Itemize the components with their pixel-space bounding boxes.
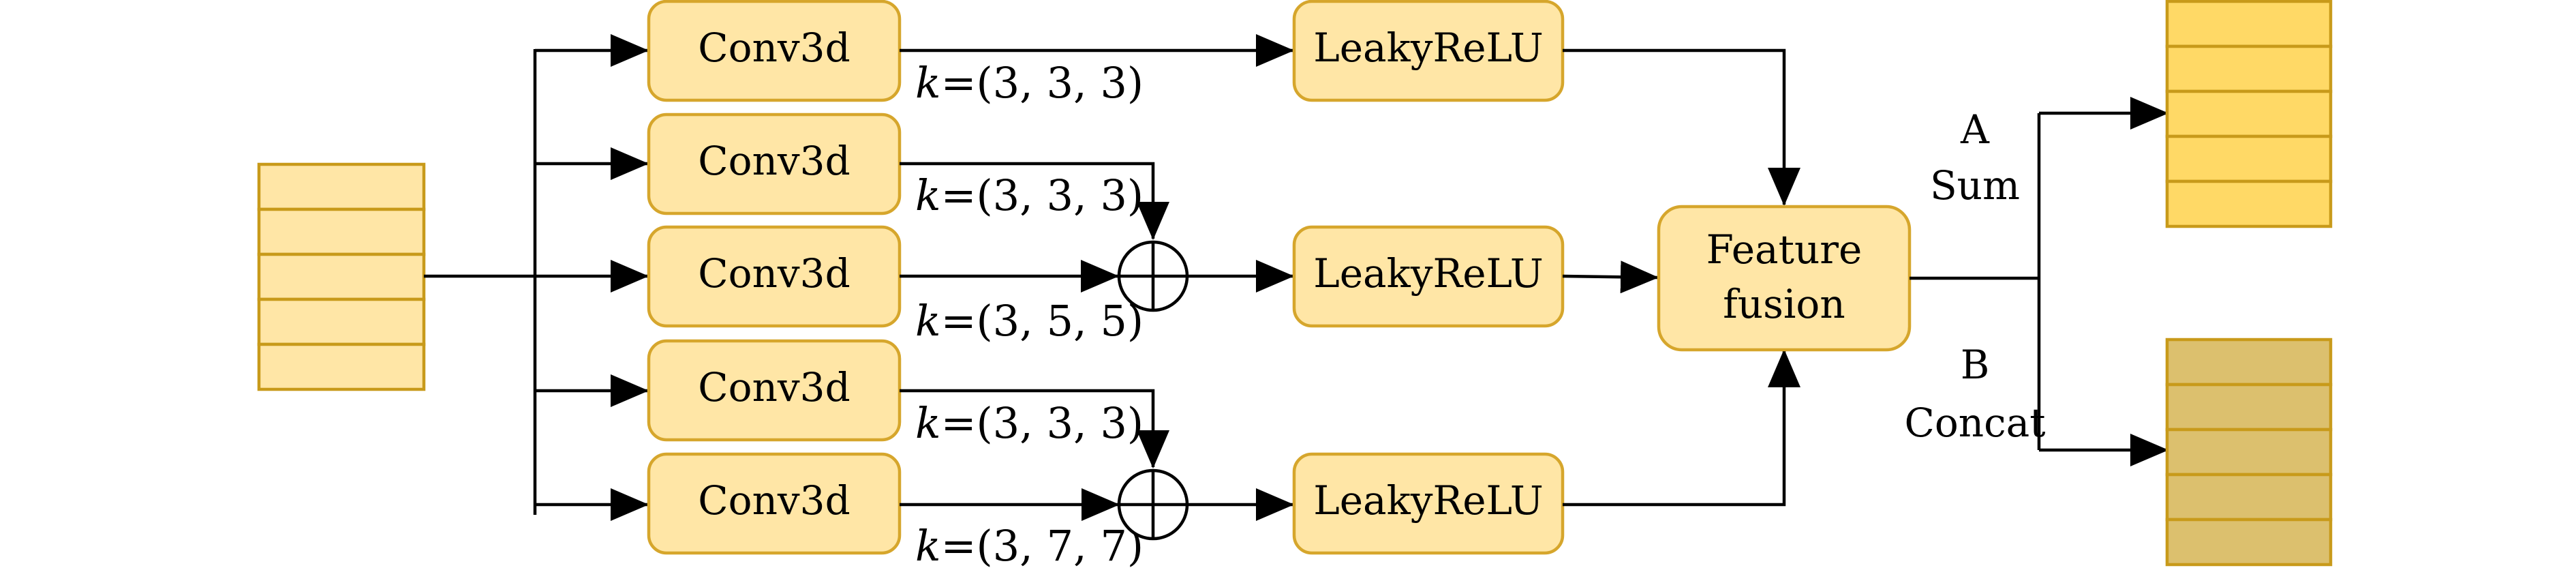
conv3d-block-5: Conv3d [647, 452, 902, 555]
kernel-labels: k=(3, 3, 3) k=(3, 3, 3) k=(3, 5, 5) k=(3… [915, 58, 1144, 568]
input-feature-stack [257, 162, 426, 391]
conv3d-label: Conv3d [698, 138, 850, 184]
option-name-concat: Concat [1904, 400, 2045, 446]
activation-to-fusion-wiring [1562, 48, 1800, 507]
leakyrelu-block-1: LeakyReLU [1292, 0, 1565, 102]
conv3d-label: Conv3d [698, 250, 850, 297]
kernel-label-4: k=(3, 3, 3) [915, 398, 1144, 448]
kernel-label-2: k=(3, 3, 3) [915, 170, 1144, 220]
output-label-sum: A Sum [1930, 106, 2020, 209]
kernel-label-1: k=(3, 3, 3) [915, 58, 1144, 108]
leakyrelu-label: LeakyReLU [1313, 250, 1544, 297]
sum-output-stack [2165, 0, 2333, 228]
output-label-concat: B Concat [1904, 342, 2045, 446]
leakyrelu-block-3: LeakyReLU [1292, 452, 1565, 555]
leakyrelu-label: LeakyReLU [1313, 477, 1544, 524]
conv3d-block-1: Conv3d [647, 0, 902, 102]
option-name-sum: Sum [1930, 162, 2020, 209]
conv-output-wiring [900, 34, 1294, 521]
fusion-label-line1: Feature [1706, 226, 1862, 273]
conv3d-block-4: Conv3d [647, 339, 902, 442]
sum-output-wiring [1187, 260, 1294, 521]
input-wiring [424, 34, 649, 521]
leakyrelu-block-2: LeakyReLU [1292, 225, 1565, 328]
kernel-label-3: k=(3, 5, 5) [915, 296, 1144, 346]
option-letter-a: A [1960, 106, 1990, 153]
conv3d-block-3: Conv3d [647, 225, 902, 328]
kernel-label-5: k=(3, 7, 7) [915, 521, 1144, 568]
fusion-label-line2: fusion [1723, 281, 1845, 327]
output-wiring [1910, 97, 2168, 466]
sum-node-1 [1117, 240, 1189, 312]
concat-output-stack [2165, 338, 2333, 567]
feature-fusion-block: Feature fusion [1657, 205, 1912, 352]
leakyrelu-label: LeakyReLU [1313, 25, 1544, 71]
conv3d-label: Conv3d [698, 25, 850, 71]
option-letter-b: B [1961, 342, 1990, 388]
conv3d-block-2: Conv3d [647, 113, 902, 215]
sum-node-2 [1117, 468, 1189, 541]
conv3d-label: Conv3d [698, 364, 850, 410]
conv3d-label: Conv3d [698, 477, 850, 524]
